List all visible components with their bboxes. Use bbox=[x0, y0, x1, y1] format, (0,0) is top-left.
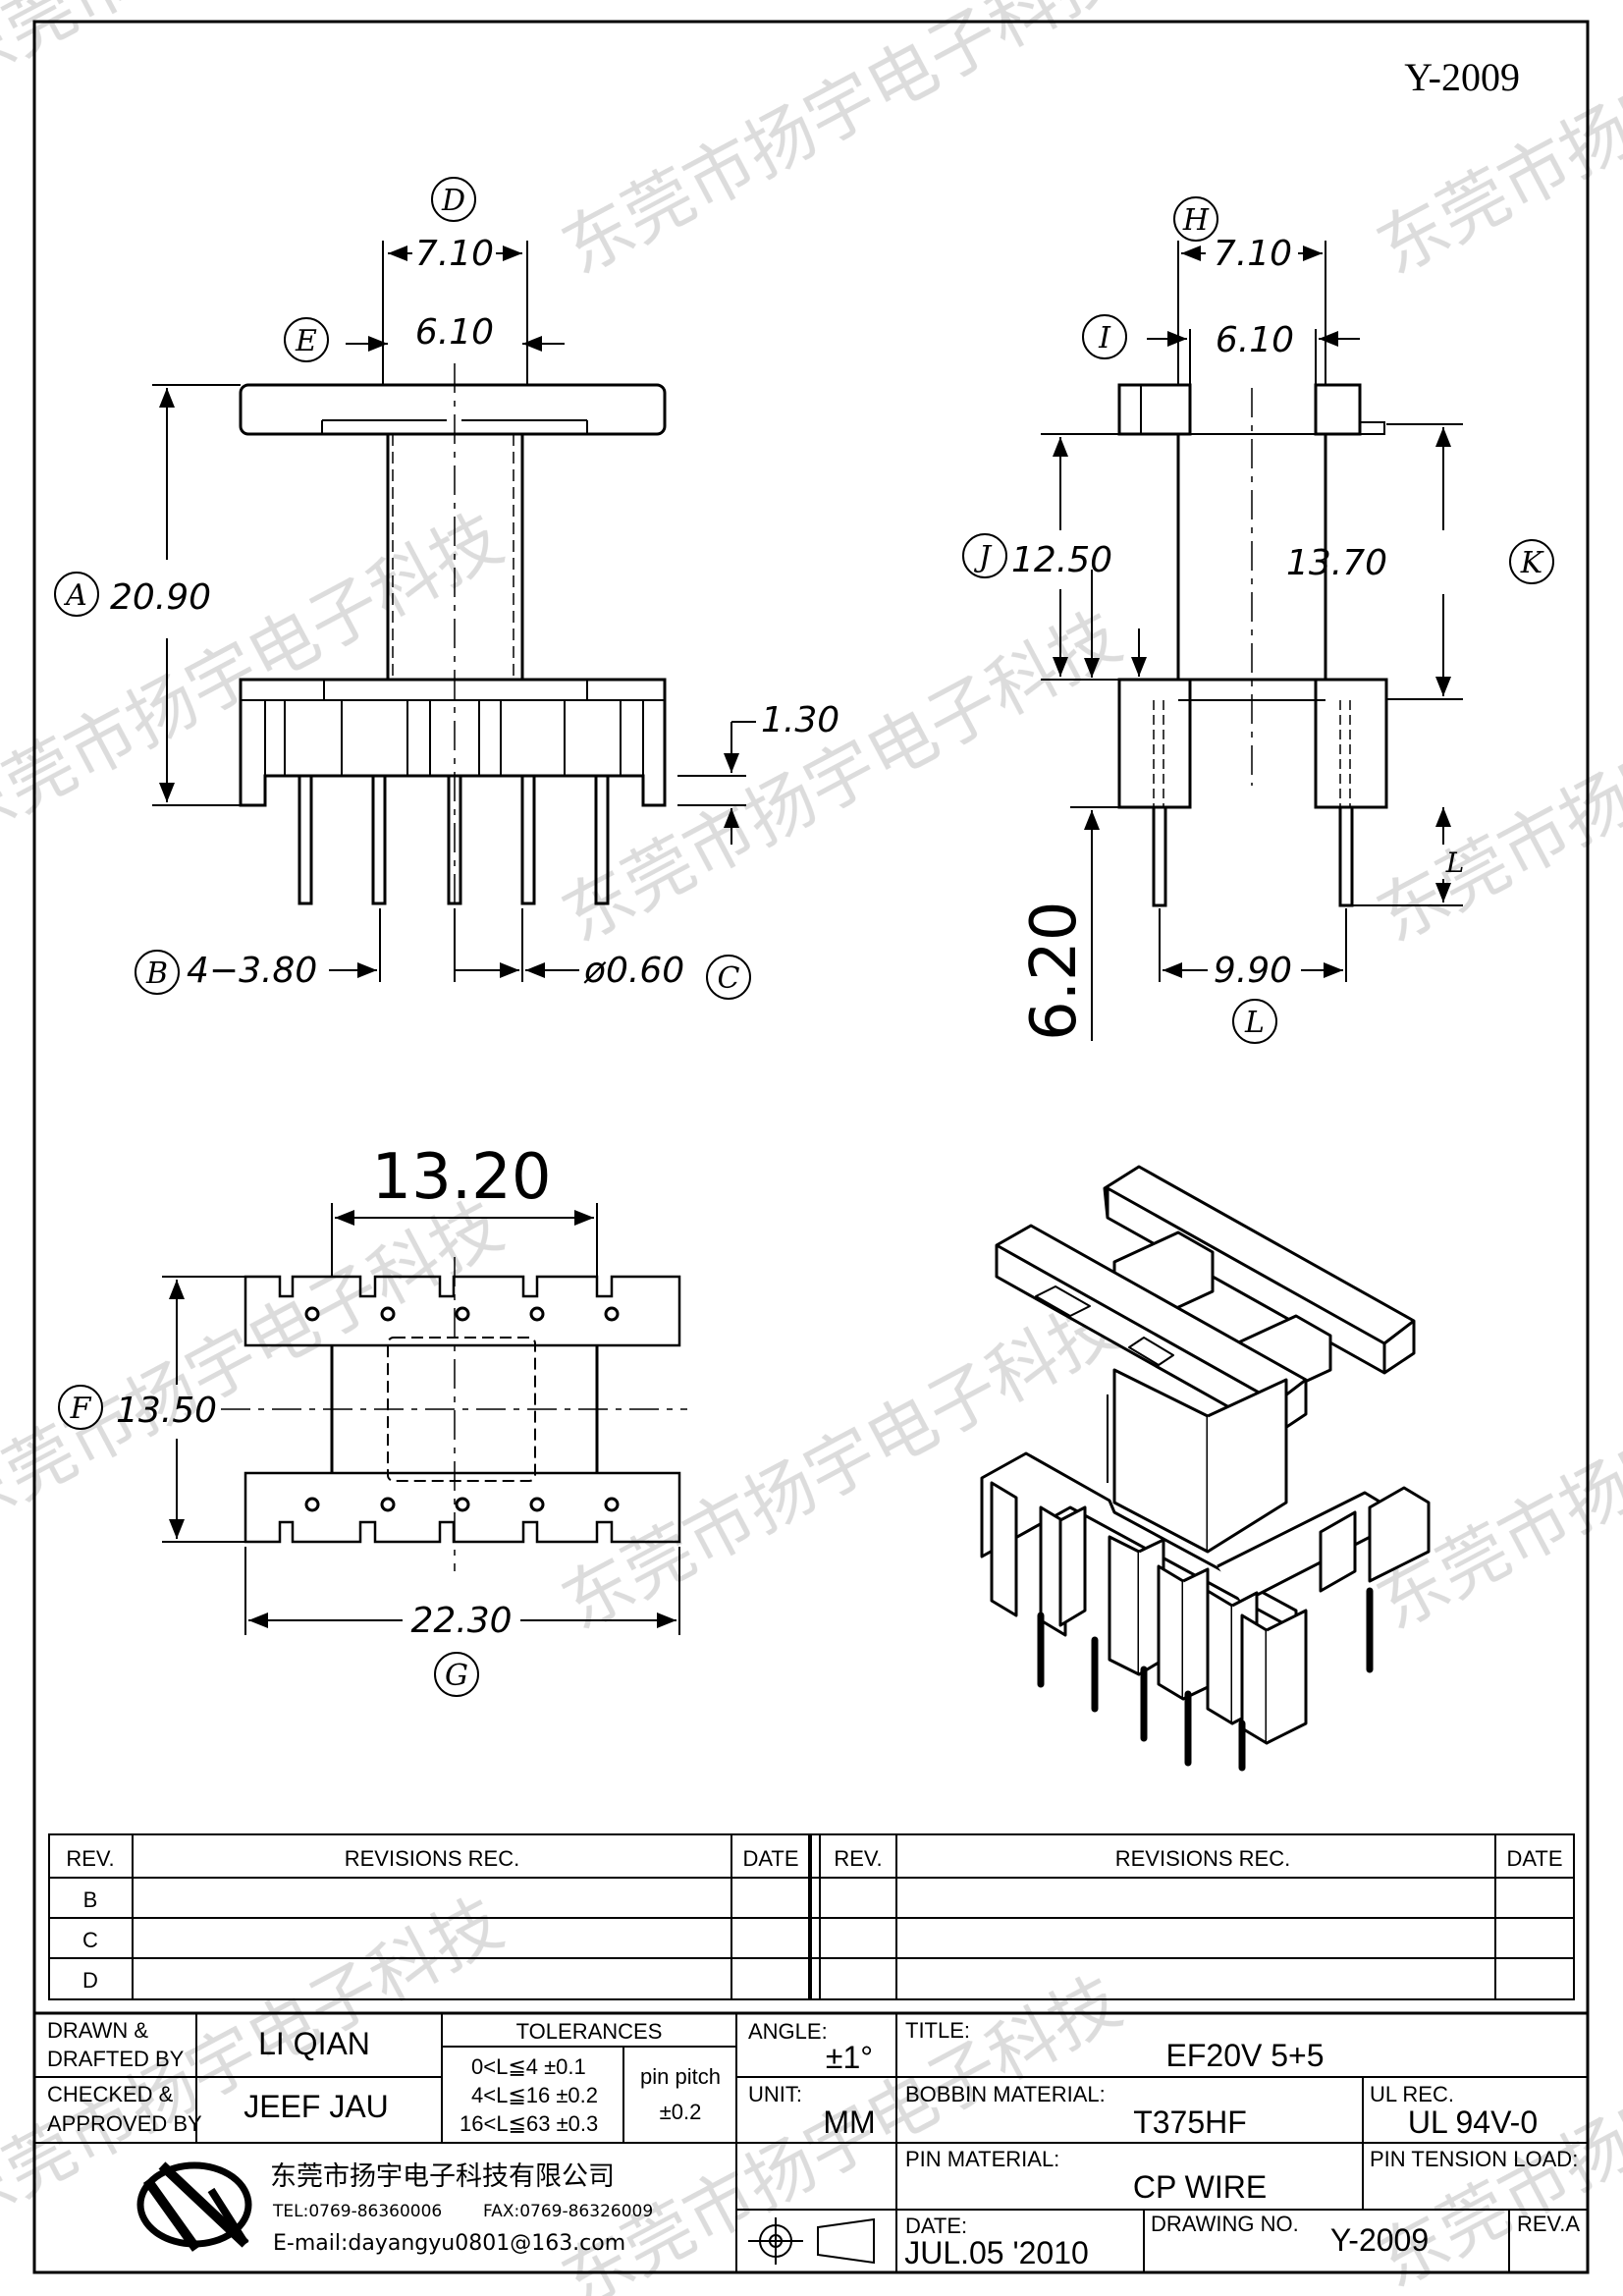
pin-pitch-label: pin pitch bbox=[640, 2064, 721, 2089]
callout-d: D bbox=[441, 184, 465, 218]
ul-value: UL 94V-0 bbox=[1408, 2105, 1538, 2140]
company-logo bbox=[136, 2161, 252, 2252]
plan-view bbox=[221, 1257, 687, 1571]
dim-b: 4−3.80 bbox=[187, 951, 317, 991]
checked-label-2: APPROVED BY bbox=[47, 2111, 202, 2136]
drawn-label-2: DRAFTED BY bbox=[47, 2047, 185, 2071]
angle-label: ANGLE: bbox=[748, 2019, 828, 2044]
unit-label: UNIT: bbox=[748, 2082, 802, 2106]
company-name: 东莞市扬宇电子科技有限公司 bbox=[270, 2161, 615, 2192]
svg-text:东莞市扬宇电子科技: 东莞市扬宇电子科技 bbox=[1364, 596, 1623, 957]
company-tel: TEL:0769-86360006 bbox=[272, 2202, 442, 2221]
dim-plan-top: 13.20 bbox=[371, 1141, 551, 1214]
rev-row-d: D bbox=[82, 1968, 98, 1993]
svg-text:东莞市扬宇电子科技: 东莞市扬宇电子科技 bbox=[0, 0, 514, 103]
rev-row-b: B bbox=[83, 1887, 98, 1912]
company-email: E-mail:dayangyu0801@163.com bbox=[273, 2231, 625, 2256]
callout-h: H bbox=[1182, 203, 1210, 238]
callout-e: E bbox=[295, 324, 317, 358]
drawn-value: LI QIAN bbox=[258, 2026, 370, 2061]
callout-l: L bbox=[1244, 1006, 1265, 1040]
dim-a: 20.90 bbox=[110, 577, 211, 618]
callout-f: F bbox=[70, 1392, 92, 1426]
dim-d-inner: 6.10 bbox=[415, 312, 494, 353]
angle-value: ±1° bbox=[826, 2040, 873, 2075]
callout-i: I bbox=[1098, 321, 1111, 355]
pin-tension-label: PIN TENSION LOAD: bbox=[1370, 2147, 1578, 2171]
callout-g: G bbox=[445, 1659, 468, 1693]
dim-j: 12.50 bbox=[1011, 540, 1112, 580]
rev-header-left: REV. bbox=[66, 1846, 114, 1871]
company-fax: FAX:0769-86326009 bbox=[483, 2202, 653, 2221]
bobbin-label: BOBBIN MATERIAL: bbox=[905, 2082, 1106, 2106]
isometric-view bbox=[980, 1165, 1431, 1772]
dim-vert: 6.20 bbox=[1018, 902, 1091, 1042]
dim-l: 9.90 bbox=[1214, 951, 1292, 991]
pin-material-value: CP WIRE bbox=[1133, 2169, 1267, 2205]
title-value: EF20V 5+5 bbox=[1166, 2038, 1325, 2073]
unit-value: MM bbox=[823, 2105, 875, 2140]
dim-k: 13.70 bbox=[1286, 543, 1387, 583]
callout-k: K bbox=[1520, 546, 1544, 580]
tol-row-3: 16<L≦63 ±0.3 bbox=[460, 2111, 598, 2136]
revision-table bbox=[48, 1833, 1575, 2000]
date-header-right: DATE bbox=[1506, 1846, 1562, 1871]
projection-symbol-icon bbox=[748, 2217, 875, 2265]
rev-header-right: REV. bbox=[834, 1846, 882, 1871]
callout-a: A bbox=[63, 578, 87, 613]
svg-text:东莞市扬宇电子科技: 东莞市扬宇电子科技 bbox=[1364, 0, 1623, 290]
dim-c: ø0.60 bbox=[583, 951, 684, 991]
rev-label: REV.A bbox=[1517, 2212, 1580, 2236]
dim-l-label: L bbox=[1445, 847, 1465, 879]
dim-pin-len: 1.30 bbox=[761, 700, 839, 740]
dim-f: 13.50 bbox=[116, 1391, 217, 1431]
callout-b: B bbox=[145, 957, 168, 991]
side-view bbox=[1117, 383, 1388, 907]
dim-i-inner: 6.10 bbox=[1216, 320, 1294, 360]
date-label: DATE: bbox=[905, 2214, 967, 2238]
title-label: TITLE: bbox=[905, 2018, 970, 2043]
ul-label: UL REC. bbox=[1370, 2082, 1454, 2106]
rev-row-c: C bbox=[82, 1928, 98, 1952]
bobbin-value: T375HF bbox=[1133, 2105, 1247, 2140]
checked-label-1: CHECKED & bbox=[47, 2082, 174, 2106]
front-view bbox=[239, 363, 667, 913]
tol-row-1: 0<L≦4 ±0.1 bbox=[471, 2054, 586, 2079]
dim-d-top: 7.10 bbox=[415, 234, 494, 274]
rec-header-left: REVISIONS REC. bbox=[345, 1846, 519, 1871]
dim-h-top: 7.10 bbox=[1214, 234, 1292, 274]
dim-g: 22.30 bbox=[410, 1601, 512, 1641]
drawing-id: Y-2009 bbox=[1404, 55, 1520, 99]
date-header-left: DATE bbox=[742, 1846, 798, 1871]
date-value: JUL.05 '2010 bbox=[904, 2235, 1089, 2270]
drawn-label-1: DRAWN & bbox=[47, 2018, 148, 2043]
pin-material-label: PIN MATERIAL: bbox=[905, 2147, 1059, 2171]
pin-pitch-value: ±0.2 bbox=[660, 2100, 702, 2124]
svg-text:东莞市扬宇电子科技: 东莞市扬宇电子科技 bbox=[549, 0, 1133, 290]
checked-value: JEEF JAU bbox=[243, 2089, 389, 2124]
rec-header-right: REVISIONS REC. bbox=[1115, 1846, 1290, 1871]
tol-row-2: 4<L≦16 ±0.2 bbox=[471, 2083, 598, 2107]
title-block bbox=[34, 2011, 1588, 2272]
tolerances-title: TOLERANCES bbox=[516, 2019, 663, 2044]
svg-text:东莞市扬宇电子科技: 东莞市扬宇电子科技 bbox=[0, 1185, 514, 1547]
callouts bbox=[54, 177, 1554, 1697]
side-view-dimensions bbox=[1041, 241, 1463, 1041]
drawing-no-label: DRAWING NO. bbox=[1151, 2212, 1299, 2236]
plan-view-dimensions bbox=[162, 1203, 680, 1635]
front-view-dimensions bbox=[152, 241, 756, 982]
callout-c: C bbox=[718, 961, 740, 996]
drawing-no-value: Y-2009 bbox=[1330, 2222, 1429, 2258]
